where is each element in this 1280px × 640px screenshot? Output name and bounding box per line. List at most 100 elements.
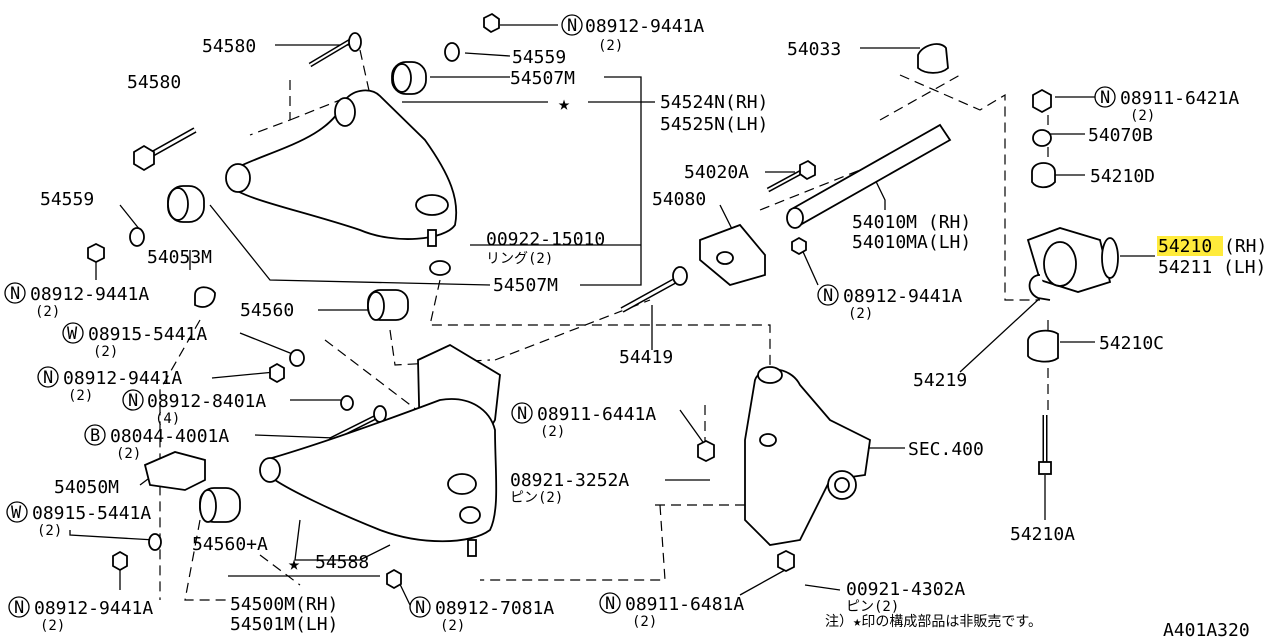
nut-08911-6441 xyxy=(697,439,715,463)
svg-text:08921-3252A: 08921-3252A xyxy=(510,470,629,491)
cap-54053m xyxy=(194,286,216,308)
ring-00922 xyxy=(429,260,451,276)
bracket-54050m xyxy=(143,451,206,491)
nut-08911-6421 xyxy=(1032,88,1052,114)
nut-08912-right xyxy=(791,236,807,256)
svg-text:08912-7081A: 08912-7081A xyxy=(435,598,554,619)
svg-text:08911-6481A: 08911-6481A xyxy=(625,594,744,615)
diagram-id: A401A320 xyxy=(1163,620,1250,640)
svg-text:08915-5441A: 08915-5441A xyxy=(88,324,207,345)
callout-54560a[interactable]: 54560+A xyxy=(192,534,268,555)
callout-54588[interactable]: 54588 xyxy=(315,552,369,573)
svg-text:08911-6421A: 08911-6421A xyxy=(1120,88,1239,109)
labels: N 08912-9441A (2) 54580 54559 54507M 545… xyxy=(4,14,1267,640)
callout-54507m-mid[interactable]: 54507M xyxy=(493,275,558,296)
callout-54070b[interactable]: 54070B xyxy=(1088,125,1153,146)
nut-08912-lower xyxy=(112,550,128,572)
callout-54080[interactable]: 54080 xyxy=(652,189,706,210)
svg-text:54211 (LH): 54211 (LH) xyxy=(1158,257,1266,278)
svg-text:(2): (2) xyxy=(116,446,141,462)
callout-08915-5441a-lower[interactable]: W 08915-5441A (2) xyxy=(6,501,151,539)
callout-54507m-top[interactable]: 54507M xyxy=(510,68,575,89)
nut-left-1 xyxy=(87,242,105,264)
svg-text:54501M(LH): 54501M(LH) xyxy=(230,614,338,635)
svg-text:(RH): (RH) xyxy=(1224,236,1267,257)
callout-08911-6441a[interactable]: N 08911-6441A (2) xyxy=(511,402,656,440)
callout-54210-highlighted[interactable]: 54210 (RH) 54211 (LH) xyxy=(1157,236,1267,278)
callout-54419[interactable]: 54419 xyxy=(619,347,673,368)
callout-54580-top[interactable]: 54580 xyxy=(202,36,256,57)
bolt-54020a xyxy=(766,159,816,193)
bolt-54580-left xyxy=(133,127,197,172)
callout-08912-9441a-right[interactable]: N 08912-9441A (2) xyxy=(817,284,962,322)
bushing-54210d xyxy=(1031,162,1056,189)
callout-54210a[interactable]: 54210A xyxy=(1010,524,1075,545)
upper-link xyxy=(225,89,458,247)
bolt-54210a xyxy=(1038,415,1052,475)
callout-54219[interactable]: 54219 xyxy=(913,370,967,391)
svg-text:(2): (2) xyxy=(1130,108,1155,124)
callout-00922-15010[interactable]: 00922-15010 リング(2) xyxy=(486,229,605,267)
svg-text:N: N xyxy=(567,16,578,36)
callout-54559-top[interactable]: 54559 xyxy=(512,47,566,68)
callout-54580-left[interactable]: 54580 xyxy=(127,72,181,93)
callout-54210c[interactable]: 54210C xyxy=(1099,333,1164,354)
svg-text:54500M(RH): 54500M(RH) xyxy=(230,594,338,615)
callout-08912-9441a-top[interactable]: N 08912-9441A (2) xyxy=(561,14,704,54)
bracket-54080-hole xyxy=(716,251,734,265)
nut-08912-7081 xyxy=(386,568,402,590)
callout-08915-5441a-upper[interactable]: W 08915-5441A (2) xyxy=(62,322,207,360)
callout-08911-6421a[interactable]: N 08911-6421A (2) xyxy=(1094,86,1239,124)
svg-text:(2): (2) xyxy=(40,618,65,634)
callout-08044-4001a[interactable]: B 08044-4001A (2) xyxy=(84,424,229,462)
callout-54500m[interactable]: 54500M(RH) 54501M(LH) xyxy=(230,594,338,635)
bushing-54507m-top xyxy=(391,61,427,95)
svg-text:08915-5441A: 08915-5441A xyxy=(32,503,151,524)
dashed-lines xyxy=(159,49,1049,601)
callout-08912-9441a-mid[interactable]: N 08912-9441A (2) xyxy=(37,366,182,404)
callout-54050m[interactable]: 54050M xyxy=(54,477,119,498)
callout-54053m[interactable]: 54053M xyxy=(147,247,212,268)
callout-54210d[interactable]: 54210D xyxy=(1090,166,1155,187)
svg-text:リング(2): リング(2) xyxy=(486,251,553,267)
bushing-54560a xyxy=(199,487,241,523)
svg-text:00921-4302A: 00921-4302A xyxy=(846,579,965,600)
callout-08912-9441a-bottom[interactable]: N 08912-9441A (2) xyxy=(8,596,153,634)
svg-text:54010MA(LH): 54010MA(LH) xyxy=(852,232,971,253)
callout-00921-4302a[interactable]: 00921-4302A ピン(2) xyxy=(846,579,965,615)
callout-54559-left[interactable]: 54559 xyxy=(40,189,94,210)
svg-text:N: N xyxy=(415,598,426,618)
svg-text:54524N(RH): 54524N(RH) xyxy=(660,92,768,113)
svg-text:ピン(2): ピン(2) xyxy=(510,490,563,506)
svg-text:N: N xyxy=(517,404,528,424)
bolt-54419 xyxy=(620,266,688,313)
callout-08912-9441a-left[interactable]: N 08912-9441A (2) xyxy=(4,282,149,320)
knuckle xyxy=(744,366,871,546)
svg-text:08912-8401A: 08912-8401A xyxy=(147,391,266,412)
callout-54524n[interactable]: 54524N(RH) 54525N(LH) xyxy=(660,92,768,135)
washer-54559-top xyxy=(444,42,460,62)
svg-text:(2): (2) xyxy=(632,614,657,630)
bumper-54033 xyxy=(917,43,949,74)
callout-08911-6481a[interactable]: N 08911-6481A (2) xyxy=(599,592,744,630)
compression-rod-54010m xyxy=(786,123,952,229)
svg-text:(4): (4) xyxy=(155,411,180,427)
svg-text:(2): (2) xyxy=(848,306,873,322)
callout-54560[interactable]: 54560 xyxy=(240,300,294,321)
svg-text:08912-9441A: 08912-9441A xyxy=(30,284,149,305)
svg-text:08912-9441A: 08912-9441A xyxy=(63,368,182,389)
callout-08921-3252a[interactable]: 08921-3252A ピン(2) xyxy=(510,470,629,506)
callout-sec400[interactable]: SEC.400 xyxy=(908,439,984,460)
callout-08912-7081a[interactable]: N 08912-7081A (2) xyxy=(409,596,554,634)
svg-text:B: B xyxy=(90,426,101,446)
callout-54033[interactable]: 54033 xyxy=(787,39,841,60)
callout-54010m[interactable]: 54010M (RH) 54010MA(LH) xyxy=(852,212,971,253)
svg-text:08912-9441A: 08912-9441A xyxy=(34,598,153,619)
washer-54559-left xyxy=(129,227,145,247)
washer-08915-upper xyxy=(289,349,305,367)
svg-text:W: W xyxy=(11,503,22,523)
nut-top xyxy=(483,12,500,34)
callout-08912-8401a[interactable]: N 08912-8401A (4) xyxy=(122,389,266,427)
callout-54020a[interactable]: 54020A xyxy=(684,162,749,183)
highlighted-part-code[interactable]: 54210 xyxy=(1158,236,1212,257)
